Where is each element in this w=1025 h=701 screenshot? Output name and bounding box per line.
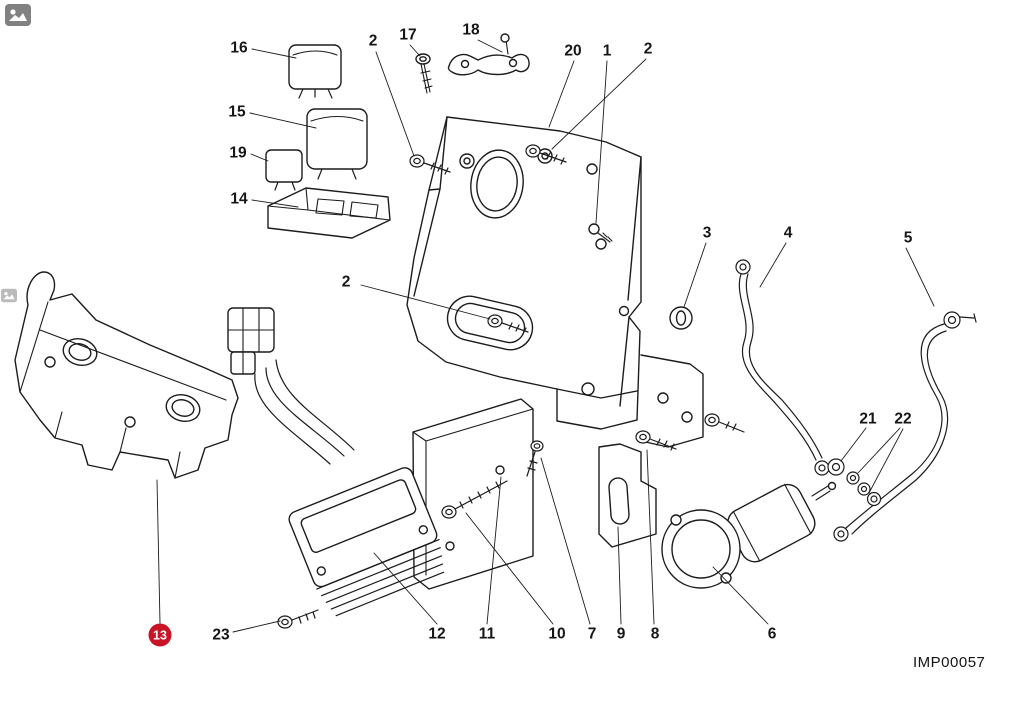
bolts-drawing [277, 144, 745, 629]
callout-18[interactable]: 18 [462, 21, 480, 39]
clamp-18-drawing [447, 33, 530, 76]
cable-5-drawing [833, 311, 977, 542]
callout-10[interactable]: 10 [548, 625, 566, 643]
leader-lines [156, 39, 935, 633]
callout-20[interactable]: 20 [564, 42, 582, 60]
callout-2-1[interactable]: 2 [368, 32, 378, 50]
image-placeholder-icon [1, 288, 17, 308]
callout-2-3[interactable]: 2 [341, 273, 351, 291]
callout-1[interactable]: 1 [602, 42, 612, 60]
cable-4-drawing [735, 259, 830, 476]
washers-nuts-drawing [827, 458, 882, 507]
solenoid-6-drawing [661, 481, 837, 589]
callout-5[interactable]: 5 [903, 229, 913, 247]
callout-8[interactable]: 8 [650, 625, 660, 643]
callout-19[interactable]: 19 [229, 144, 247, 162]
callout-6[interactable]: 6 [767, 625, 777, 643]
callout-23[interactable]: 23 [212, 626, 230, 644]
relay-16-drawing [288, 44, 342, 99]
callout-3[interactable]: 3 [702, 224, 712, 242]
callout-2-2[interactable]: 2 [643, 40, 653, 58]
callout-12[interactable]: 12 [428, 625, 446, 643]
callout-4[interactable]: 4 [783, 224, 793, 242]
screw-17-drawing [415, 53, 433, 94]
callout-17[interactable]: 17 [399, 26, 417, 44]
diagram-code: IMP00057 [913, 654, 986, 671]
bracket-9-drawing [598, 443, 657, 548]
image-placeholder-icon [5, 4, 31, 31]
callout-15[interactable]: 15 [228, 103, 246, 121]
callout-11[interactable]: 11 [478, 625, 496, 643]
grommet-drawing [669, 306, 693, 330]
callout-13-highlighted[interactable]: 13 [148, 623, 172, 647]
relay-15-drawing [306, 108, 368, 180]
main-bracket-drawing [406, 116, 704, 448]
callout-22[interactable]: 22 [894, 410, 912, 428]
callout-14[interactable]: 14 [230, 190, 248, 208]
bracket-13-drawing [14, 271, 239, 479]
callout-21[interactable]: 21 [859, 410, 877, 428]
callout-9[interactable]: 9 [616, 625, 626, 643]
relay-19-drawing [265, 149, 303, 191]
connector-drawing [227, 307, 355, 465]
plate-11-drawing [412, 398, 534, 590]
regulator-12-drawing [288, 467, 445, 617]
callout-16[interactable]: 16 [230, 39, 248, 57]
relay-base-14-drawing [267, 187, 391, 239]
callout-7[interactable]: 7 [587, 625, 597, 643]
